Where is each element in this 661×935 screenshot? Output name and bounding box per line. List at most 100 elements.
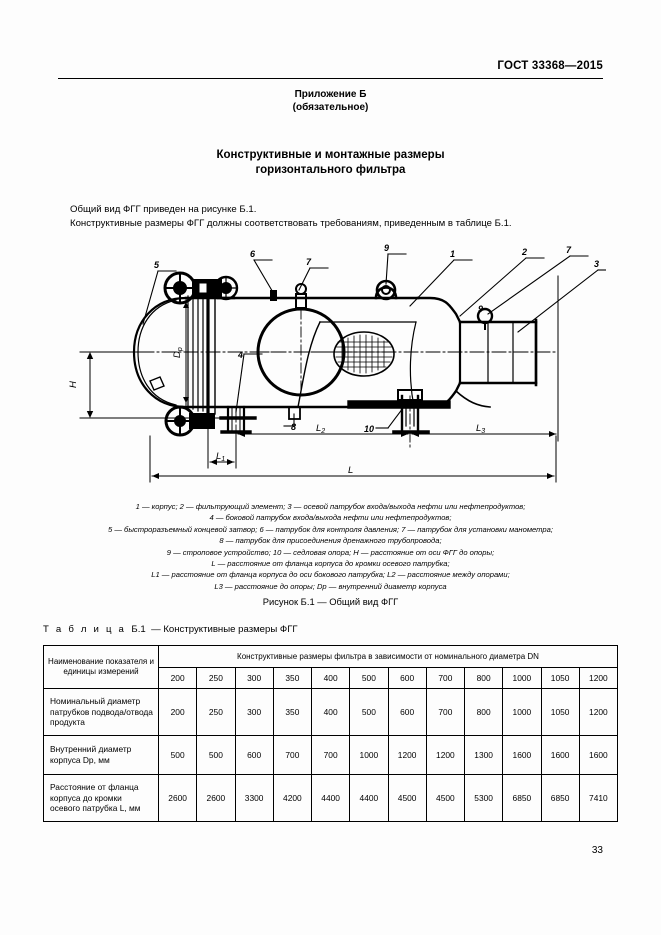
figure-callout-6: 6: [250, 249, 256, 259]
table-cell: 200: [157, 688, 198, 736]
table-header-row-dn: 200 250 300 350 400 500 600 700 800 1000…: [44, 667, 619, 689]
table-cell: 1000: [349, 735, 389, 775]
table-col-dn-1: 250: [196, 667, 236, 689]
intro-paragraph-2: Конструктивные размеры ФГГ должны соотве…: [70, 218, 512, 229]
table-cell: 2600: [196, 774, 236, 822]
table-cell: 700: [310, 735, 351, 775]
table-col-dn-4: 400: [310, 667, 351, 689]
table-col-dn-9: 1000: [502, 667, 542, 689]
standard-header: ГОСТ 33368—2015: [497, 60, 603, 72]
table-cell: 600: [387, 688, 427, 736]
table-cell: 2600: [157, 774, 198, 822]
table-row-label: Номинальный диаметр патрубков подвода/от…: [43, 688, 159, 736]
dimension-label-H: H: [68, 381, 79, 388]
legend-line-7: L1 — расстояние от фланца корпуса до оси…: [151, 570, 510, 580]
table-cell: 4400: [349, 774, 389, 822]
table-cell: 250: [196, 688, 236, 736]
table-col-dn-3: 350: [272, 667, 313, 689]
table-row-label: Расстояние от фланца корпуса до кромки о…: [43, 774, 159, 822]
figure-callout-9-right: 9: [478, 304, 483, 314]
table-cell: 800: [463, 688, 504, 736]
page-title-line1: Конструктивные и монтажные размеры: [216, 149, 445, 161]
figure-callout-4: 4: [237, 350, 243, 360]
table-cell: 1600: [502, 735, 542, 775]
table-cell: 1300: [463, 735, 504, 775]
table-cell: 6850: [502, 774, 542, 822]
table-cell: 5300: [463, 774, 504, 822]
dimensions-table: Наименование показателя и единицы измере…: [43, 645, 619, 822]
table-cell: 1200: [578, 688, 619, 736]
annex-title: Приложение Б: [294, 89, 367, 100]
table-header-rowlabel: Наименование показателя и единицы измере…: [43, 645, 159, 689]
table-title-number: Б.1: [131, 624, 146, 635]
table-cell: 1050: [540, 688, 580, 736]
table-cell: 700: [425, 688, 466, 736]
figure-callout-1: 1: [450, 249, 455, 259]
table-cell: 1600: [540, 735, 580, 775]
figure-caption: Рисунок Б.1 — Общий вид ФГГ: [262, 596, 399, 607]
table-cell: 1200: [387, 735, 427, 775]
table-cell: 700: [272, 735, 313, 775]
table-col-dn-5: 500: [349, 667, 389, 689]
page-title: Конструктивные и монтажные размеры гориз…: [0, 148, 661, 178]
table-cell: 350: [272, 688, 313, 736]
table-title-text: — Конструктивные размеры ФГГ: [151, 624, 298, 635]
dimension-label-L1: L1: [216, 451, 225, 463]
legend-line-4: 8 — патрубок для присоединения дренажног…: [219, 536, 442, 546]
table-cell: 4500: [387, 774, 427, 822]
table-title-prefix: Т а б л и ц а: [43, 624, 127, 635]
figure-general-view: 5 6 7 9 1 2 7 3 4 8 10 9 H Dр L1 L2 L3 L: [58, 236, 606, 496]
table-col-dn-11: 1200: [578, 667, 619, 689]
annex-subtitle: (обязательное): [292, 102, 369, 113]
dimension-label-Dp: Dр: [172, 347, 184, 358]
table-cell: 1000: [502, 688, 542, 736]
table-row: Внутренний диаметр корпуса Dр, мм 500 50…: [43, 735, 619, 775]
table-cell: 4400: [310, 774, 351, 822]
table-col-dn-2: 300: [234, 667, 274, 689]
legend-line-5: 9 — строповое устройство; 10 — седловая …: [166, 547, 495, 557]
table-cell: 7410: [578, 774, 619, 822]
filter-assembly-drawing: 5 6 7 9 1 2 7 3 4 8 10 9 H Dр L1 L2 L3 L: [68, 243, 606, 483]
table-cell: 1200: [425, 735, 466, 775]
figure-callout-5: 5: [154, 260, 160, 270]
dimension-label-L3: L3: [476, 423, 485, 435]
table-col-dn-7: 700: [425, 667, 466, 689]
table-cell: 6850: [540, 774, 580, 822]
table-row-label: Внутренний диаметр корпуса Dр, мм: [43, 735, 159, 775]
table-cell: 4500: [425, 774, 466, 822]
intro-paragraph-1: Общий вид ФГГ приведен на рисунке Б.1.: [70, 204, 257, 215]
table-col-dn-8: 800: [463, 667, 504, 689]
legend-line-1: 1 — корпус; 2 — фильтрующий элемент; 3 —…: [135, 502, 526, 511]
table-cell: 400: [310, 688, 351, 736]
figure-callout-2: 2: [521, 247, 527, 257]
figure-callout-3: 3: [594, 259, 599, 269]
figure-callout-7-right: 7: [566, 245, 572, 255]
table-cell: 500: [157, 735, 198, 775]
page-title-line2: горизонтального фильтра: [255, 164, 406, 176]
figure-callout-9-top: 9: [384, 243, 389, 253]
figure-callout-7-top: 7: [306, 257, 312, 267]
page-number: 33: [591, 845, 603, 856]
figure-callout-10: 10: [364, 424, 374, 434]
table-row: Номинальный диаметр патрубков подвода/от…: [43, 688, 619, 736]
table-cell: 300: [234, 688, 274, 736]
table-col-dn-6: 600: [387, 667, 427, 689]
legend-line-2: 4 — боковой патрубок входа/выхода нефти …: [209, 513, 452, 523]
dimension-label-L: L: [348, 465, 353, 476]
table-col-dn-0: 200: [157, 667, 198, 689]
table-col-dn-10: 1050: [540, 667, 580, 689]
table-cell: 4200: [272, 774, 313, 822]
legend-line-8: L3 — расстояние до опоры; Dр — внутренни…: [214, 581, 447, 591]
table-cell: 3300: [234, 774, 274, 822]
table-title: Т а б л и ц а Б.1 — Конструктивные разме…: [43, 624, 298, 635]
dimension-label-L2: L2: [316, 423, 325, 435]
table-row: Расстояние от фланца корпуса до кромки о…: [43, 774, 619, 822]
table-cell: 500: [349, 688, 389, 736]
table-header-span: Конструктивные размеры фильтра в зависим…: [158, 645, 618, 668]
annex-heading: Приложение Б (обязательное): [0, 88, 661, 114]
legend-line-3: 5 — быстроразъемный концевой затвор; 6 —…: [108, 524, 553, 534]
figure-legend: 1 — корпус; 2 — фильтрующий элемент; 3 —…: [40, 501, 621, 592]
table-cell: 500: [196, 735, 236, 775]
figure-callout-8: 8: [291, 422, 296, 432]
